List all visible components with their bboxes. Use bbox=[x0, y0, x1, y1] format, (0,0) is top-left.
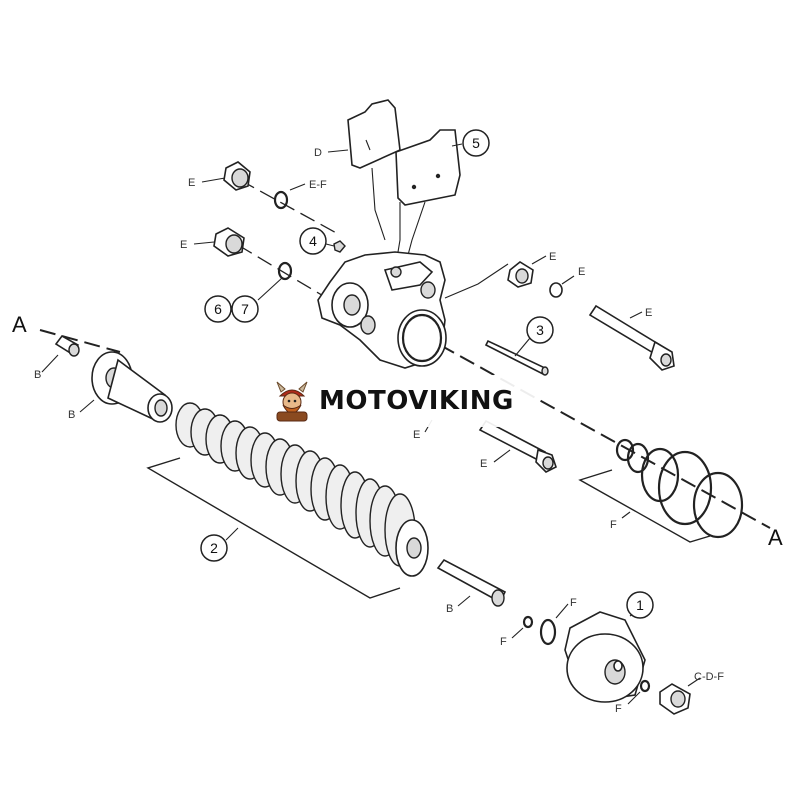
callout-3-number: 3 bbox=[536, 322, 544, 338]
leader-2 bbox=[225, 527, 239, 541]
valve-housing bbox=[317, 251, 447, 369]
leader-c-d-f bbox=[687, 677, 701, 687]
upper-axis-line bbox=[237, 244, 331, 301]
seal-ring-set-f bbox=[615, 438, 744, 539]
label-b: B bbox=[68, 409, 75, 421]
leader-e bbox=[561, 275, 575, 285]
o-ring-e-f bbox=[273, 190, 289, 210]
label-e: E bbox=[180, 239, 187, 251]
leader-4 bbox=[325, 243, 335, 247]
plug-4 bbox=[333, 240, 346, 253]
leader-3 bbox=[514, 337, 531, 357]
label-b: B bbox=[34, 369, 41, 381]
o-ring-f-small bbox=[522, 615, 534, 629]
leader-e bbox=[629, 311, 643, 319]
leader-f bbox=[511, 627, 524, 639]
leader-b bbox=[41, 354, 59, 373]
fitting-e-right bbox=[507, 261, 534, 288]
plug-c-d-f bbox=[659, 683, 691, 715]
label-e: E bbox=[645, 307, 652, 319]
label-e: E bbox=[188, 177, 195, 189]
leader-5 bbox=[451, 143, 463, 147]
o-ring-f-lower bbox=[639, 679, 651, 693]
leader-b bbox=[457, 595, 471, 607]
leader-e bbox=[493, 449, 511, 463]
leader-f bbox=[621, 511, 631, 519]
bolt-e-middle bbox=[478, 419, 557, 473]
assembly-axis-line bbox=[439, 344, 771, 529]
brand-wordmark: MOTOVIKING bbox=[319, 386, 514, 416]
pin-b-left bbox=[54, 334, 80, 357]
callout-7-number: 7 bbox=[241, 301, 249, 317]
axis-label-a-left: A bbox=[12, 312, 27, 337]
callout-5-circle bbox=[462, 129, 490, 157]
callout-4-circle bbox=[299, 227, 327, 255]
label-e: E bbox=[480, 458, 487, 470]
leader-e bbox=[193, 241, 215, 245]
fitting-e-upper bbox=[223, 161, 251, 191]
callout-7-circle bbox=[231, 295, 259, 323]
bolt-e-right bbox=[588, 304, 675, 371]
assembly-axis-line bbox=[39, 329, 121, 353]
leader-e bbox=[201, 177, 226, 183]
axis-label-a-right: A bbox=[768, 525, 783, 550]
plate-stem bbox=[371, 167, 386, 241]
label-b: B bbox=[446, 603, 453, 615]
label-c-d-f: C-D-F bbox=[694, 671, 724, 683]
leader-housing-e bbox=[444, 263, 509, 299]
callout-2-circle bbox=[200, 534, 228, 562]
pin-3 bbox=[484, 339, 549, 376]
leader-e bbox=[531, 255, 547, 265]
label-f: F bbox=[610, 519, 617, 531]
label-d: D bbox=[314, 147, 322, 159]
bracket-f bbox=[578, 469, 711, 543]
leader-b bbox=[79, 399, 95, 413]
label-e-f: E-F bbox=[309, 179, 327, 191]
rod-b bbox=[436, 558, 507, 607]
washer-e bbox=[549, 282, 563, 298]
callout-6-circle bbox=[204, 295, 232, 323]
label-f: F bbox=[615, 703, 622, 715]
plate-stem bbox=[397, 202, 401, 253]
callout-1-circle bbox=[626, 591, 654, 619]
leader-d bbox=[327, 149, 349, 153]
callout-5-number: 5 bbox=[472, 135, 480, 151]
leader-e-f bbox=[289, 183, 306, 191]
plate-stem bbox=[407, 201, 426, 256]
motoviking-watermark: MOTOVIKING bbox=[263, 375, 535, 427]
upper-axis-line bbox=[239, 179, 341, 236]
callout-1-number: 1 bbox=[636, 597, 644, 613]
label-e: E bbox=[413, 429, 420, 441]
leader-f bbox=[627, 691, 641, 705]
leader-f bbox=[555, 603, 569, 619]
viking-mascot-icon bbox=[276, 381, 308, 422]
label-e: E bbox=[549, 251, 556, 263]
plate-5 bbox=[395, 129, 461, 206]
bracket-2 bbox=[146, 457, 401, 599]
label-f: F bbox=[570, 597, 577, 609]
fitting-e-middle bbox=[213, 227, 245, 257]
callout-3-circle bbox=[526, 316, 554, 344]
label-f: F bbox=[500, 636, 507, 648]
end-cap-1 bbox=[564, 611, 646, 703]
o-ring-f bbox=[539, 618, 557, 646]
callout-2-number: 2 bbox=[210, 540, 218, 556]
spring-cap-b bbox=[91, 351, 173, 423]
plate-d bbox=[347, 99, 401, 169]
o-ring-7 bbox=[277, 261, 293, 281]
label-e: E bbox=[578, 266, 585, 278]
callout-6-number: 6 bbox=[214, 301, 222, 317]
callout-4-number: 4 bbox=[309, 233, 317, 249]
leader-6-7 bbox=[257, 277, 283, 301]
coil-spring-2 bbox=[175, 402, 429, 577]
